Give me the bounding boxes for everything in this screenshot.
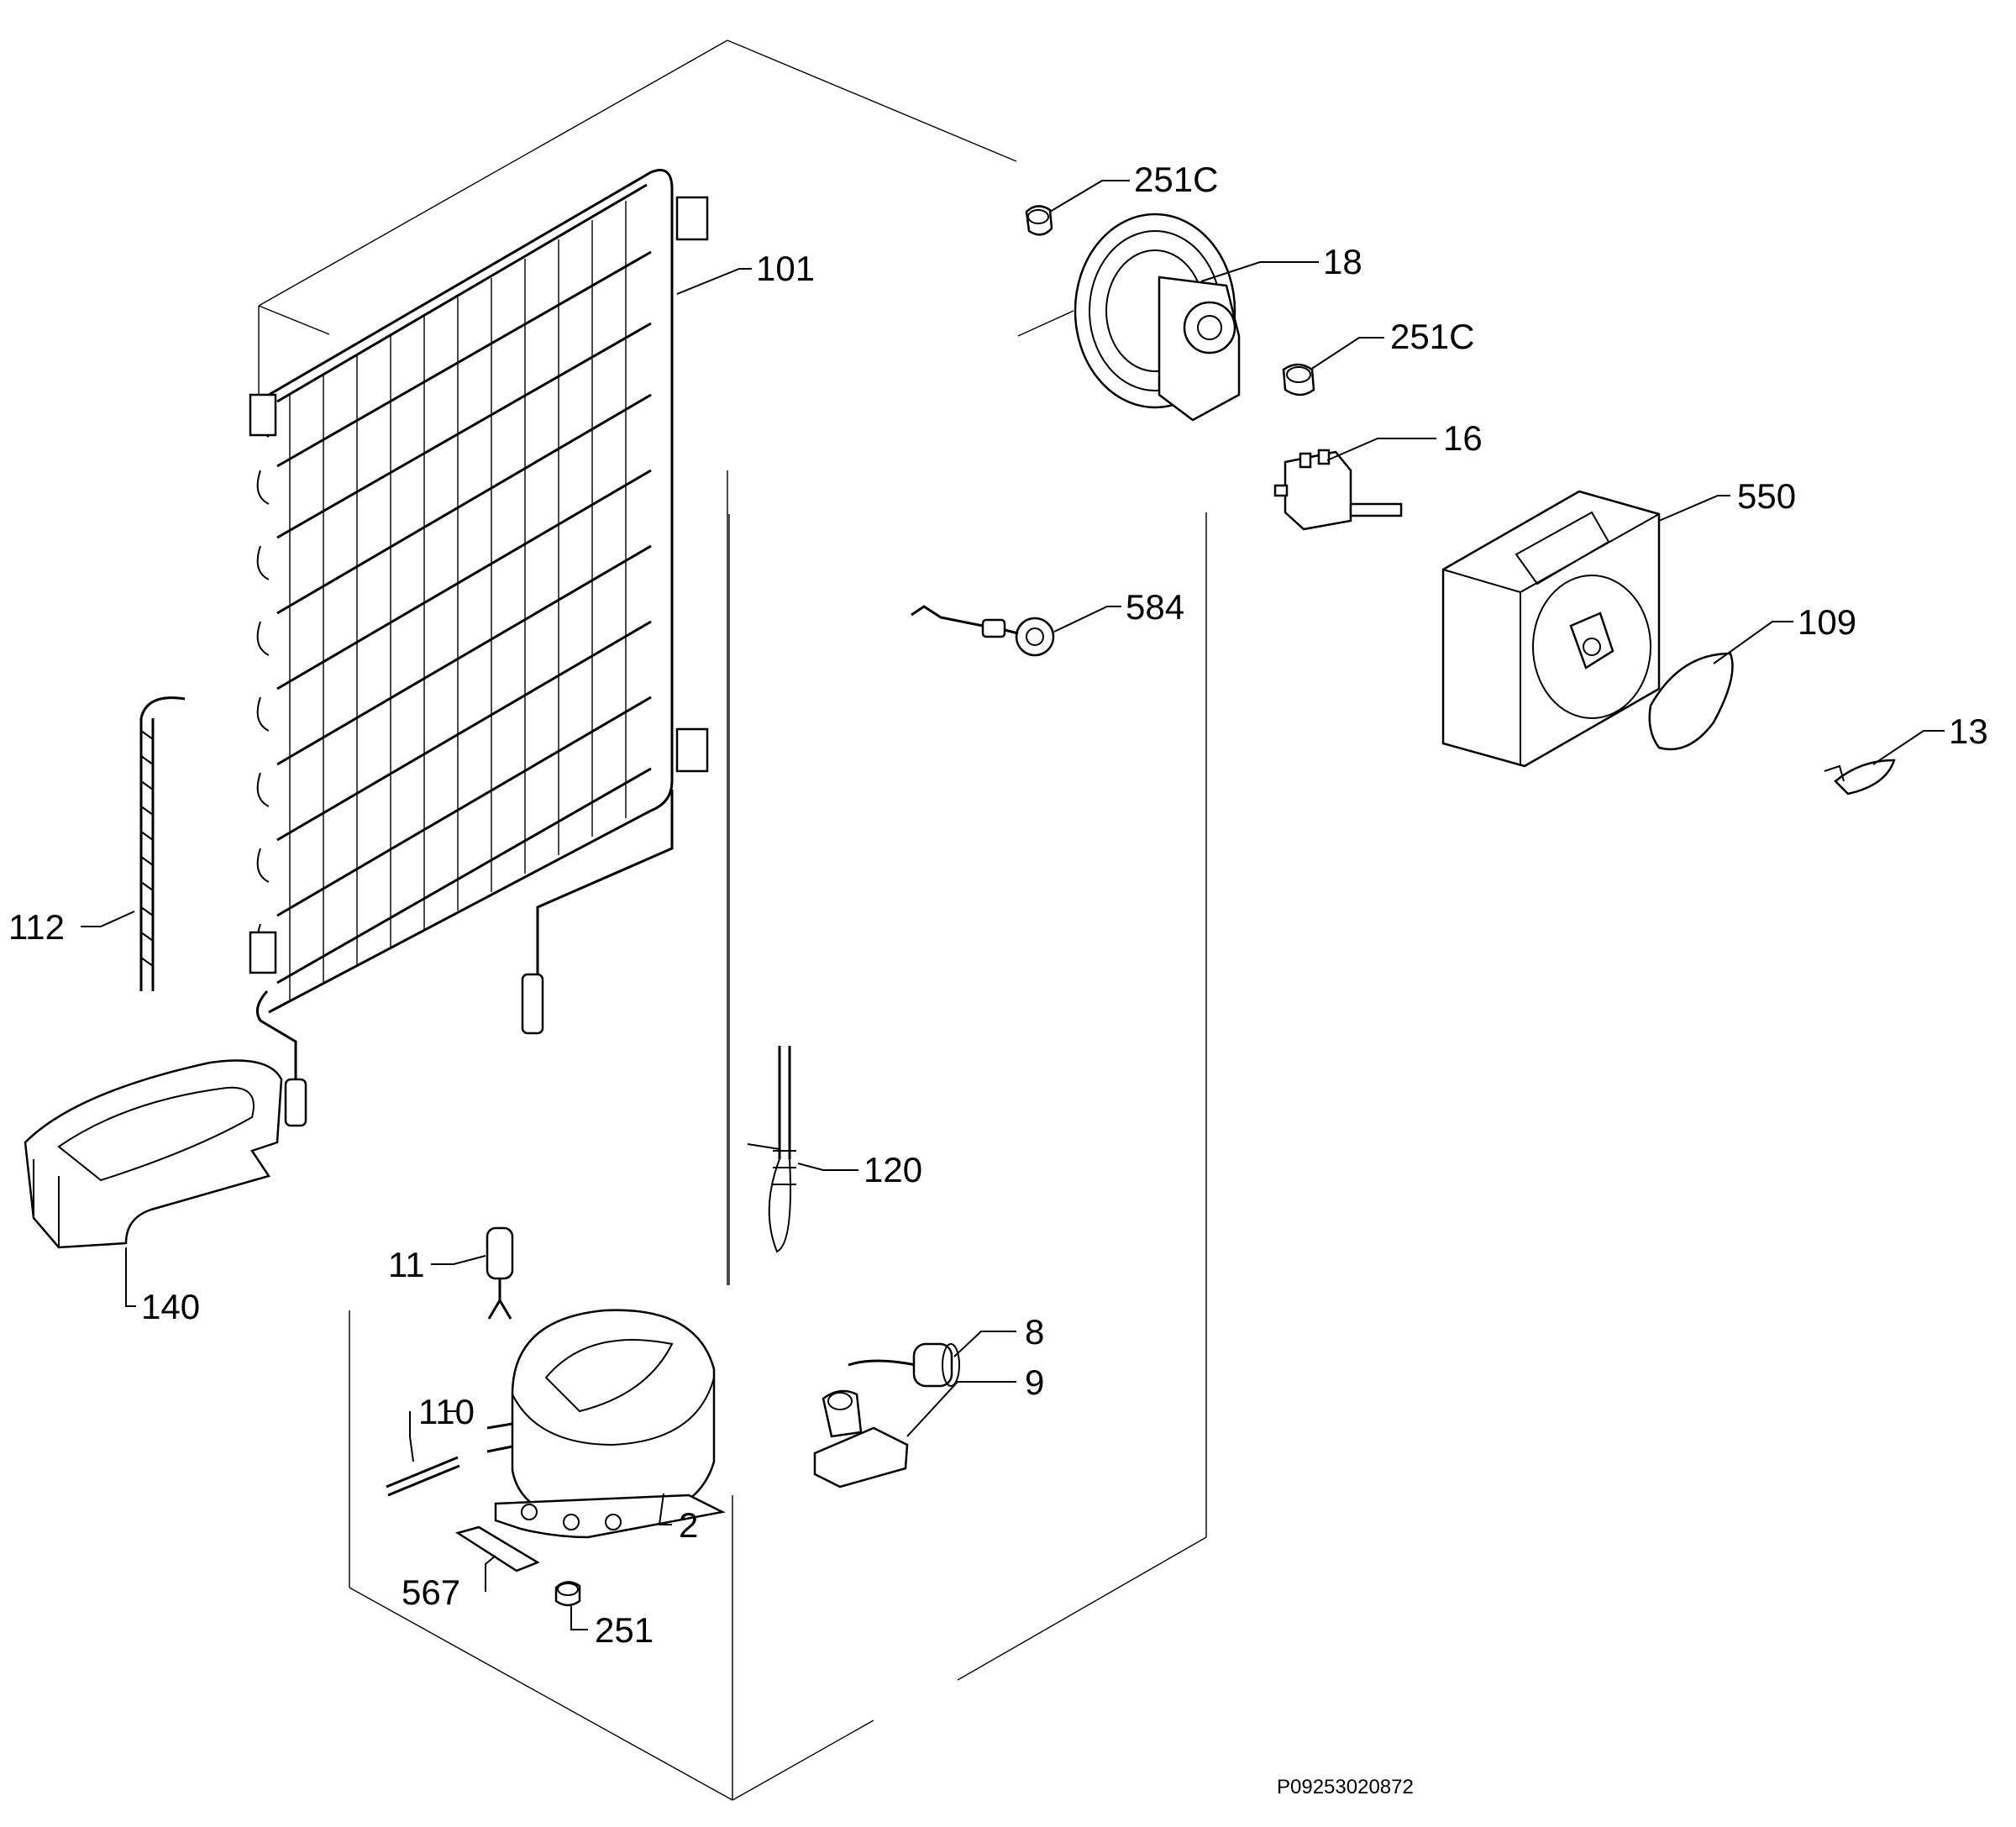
leader-lines: [81, 180, 1945, 1630]
condenser-fins: [289, 201, 627, 1000]
label-8: 8: [1025, 1312, 1044, 1352]
drip-tray-140: [24, 1059, 283, 1249]
label-251c-top: 251C: [1134, 160, 1218, 199]
relay-8: [848, 1342, 960, 1388]
label-13: 13: [1949, 711, 1988, 751]
lamp-cover-109: [1648, 652, 1734, 751]
nut-251c-mid: [1282, 363, 1315, 396]
label-567: 567: [402, 1572, 460, 1612]
drawing-code: P09253020872: [1277, 1776, 1414, 1798]
label-9: 9: [1025, 1362, 1044, 1402]
thermostat-120: [747, 1046, 796, 1253]
lamp-clip-13: [1824, 759, 1896, 795]
label-112: 112: [8, 907, 65, 947]
label-120: 120: [864, 1150, 922, 1189]
pipe-110: [386, 1456, 460, 1497]
label-550: 550: [1737, 476, 1796, 516]
label-110: 110: [418, 1392, 475, 1431]
fan-motor-18: [1074, 213, 1241, 422]
nut-251c-top: [1025, 205, 1053, 236]
tube-112: [139, 696, 186, 991]
label-140: 140: [141, 1287, 200, 1326]
condenser-101: [249, 169, 709, 1127]
label-251c-mid: 251C: [1390, 317, 1474, 356]
drier-11: [486, 1226, 514, 1320]
label-251: 251: [595, 1610, 654, 1650]
bracket-567: [454, 1525, 540, 1572]
cabinet-outline: [258, 39, 1207, 1801]
nut-251: [554, 1581, 581, 1607]
switch-16: [1273, 449, 1403, 531]
label-109: 109: [1798, 602, 1856, 642]
label-11: 11: [388, 1245, 425, 1284]
part-labels: 251C 18 101 251C 16 550 584 109 13 112 1…: [8, 160, 1988, 1798]
label-2: 2: [679, 1505, 698, 1545]
label-16: 16: [1443, 418, 1483, 458]
compressor-2: [486, 1309, 726, 1539]
lamp-housing-550: [1441, 490, 1661, 768]
label-101: 101: [756, 249, 815, 288]
label-584: 584: [1126, 587, 1184, 627]
cover-9: [813, 1389, 909, 1488]
label-18: 18: [1323, 242, 1362, 281]
sensor-584: [911, 605, 1055, 657]
